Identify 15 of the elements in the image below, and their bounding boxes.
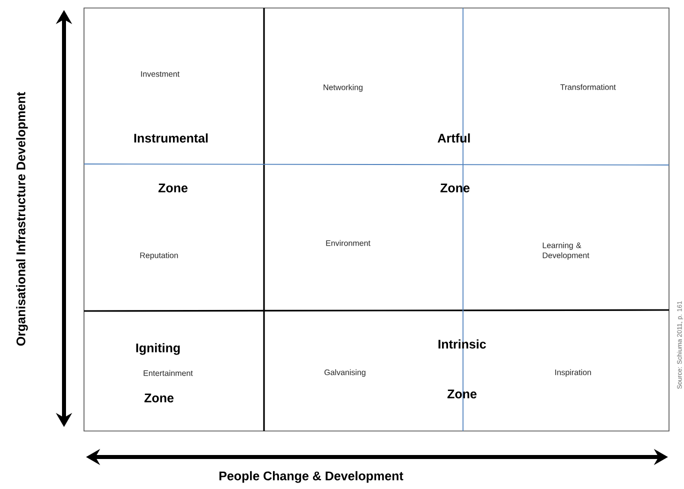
- cell-label: Environment: [326, 240, 370, 246]
- zone-label: Instrumental: [134, 133, 208, 143]
- cell-label: Entertainment: [144, 370, 193, 376]
- zone-label: Zone: [158, 184, 188, 192]
- cell-label: Learning & Development: [542, 242, 590, 260]
- cell-label: Inspiration: [555, 369, 591, 377]
- cell-label: Transformationt: [560, 84, 616, 90]
- zone-label: Zone: [144, 394, 174, 402]
- cell-label: Networking: [324, 84, 362, 92]
- cell-label: Reputation: [140, 252, 178, 260]
- cell-label: Galvanising: [324, 369, 366, 377]
- zone-label: Igniting: [136, 343, 180, 355]
- axis-title: Organisational Infrastructure Development: [16, 92, 28, 346]
- cell-label: Investment: [141, 71, 180, 77]
- axis-title: People Change & Development: [219, 471, 404, 483]
